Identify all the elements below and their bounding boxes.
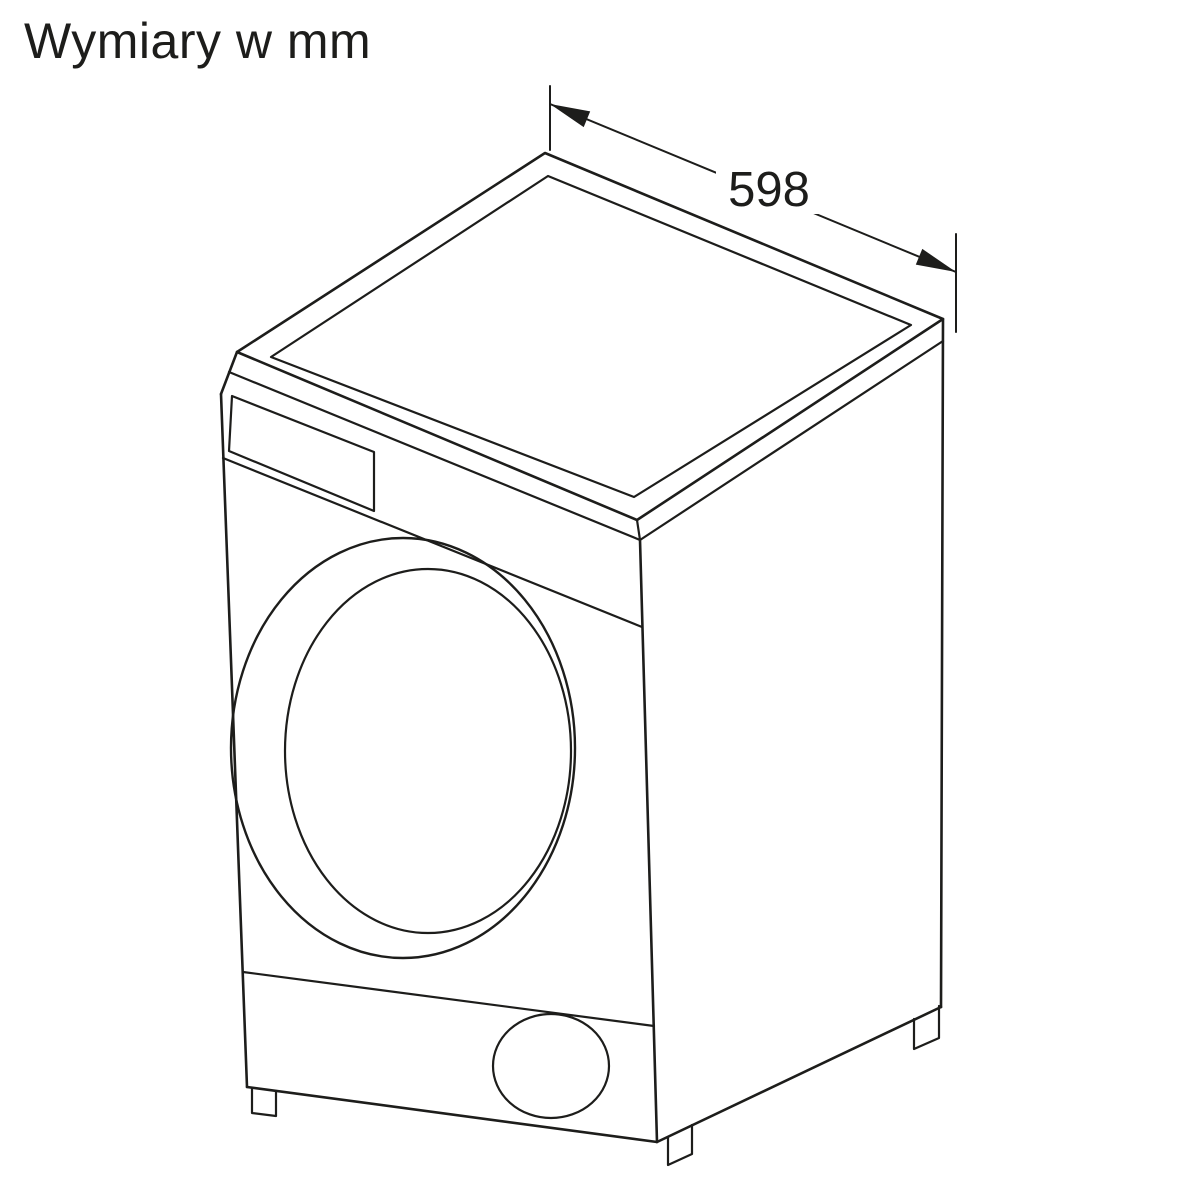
page-title: Wymiary w mm — [24, 13, 371, 69]
door-outer-ring — [229, 536, 577, 960]
dryer-top-face — [235, 151, 945, 522]
dimension-arrowhead-right — [915, 248, 956, 272]
front-left-edge — [219, 392, 249, 1089]
dryer-illustration — [219, 151, 945, 1167]
top-thickness-front-edge — [227, 370, 642, 542]
control-panel-left-slant — [219, 350, 239, 396]
dimension-annotation: 598 — [549, 85, 957, 333]
foot-front-left — [250, 1086, 278, 1118]
dimension-label: 598 — [728, 163, 810, 217]
right-rear-edge — [939, 317, 945, 1009]
bottom-panel-line — [241, 970, 656, 1028]
top-thickness-side-edge — [638, 339, 945, 542]
control-panel-display-rect — [227, 394, 376, 513]
side-bottom-edge — [655, 1005, 943, 1144]
dimension-arrowhead-left — [550, 104, 591, 128]
front-right-edge — [638, 538, 659, 1144]
foot-rear-right — [912, 1004, 941, 1051]
top-thickness-corner-edge — [635, 518, 642, 542]
service-flap-circle — [491, 1012, 611, 1120]
dimension-label-background — [716, 156, 822, 214]
dryer-top-rim — [269, 174, 913, 499]
control-panel-bottom-line — [221, 456, 644, 629]
front-bottom-edge — [245, 1085, 659, 1144]
door-inner-ring — [283, 567, 573, 935]
foot-front-right — [666, 1123, 694, 1167]
